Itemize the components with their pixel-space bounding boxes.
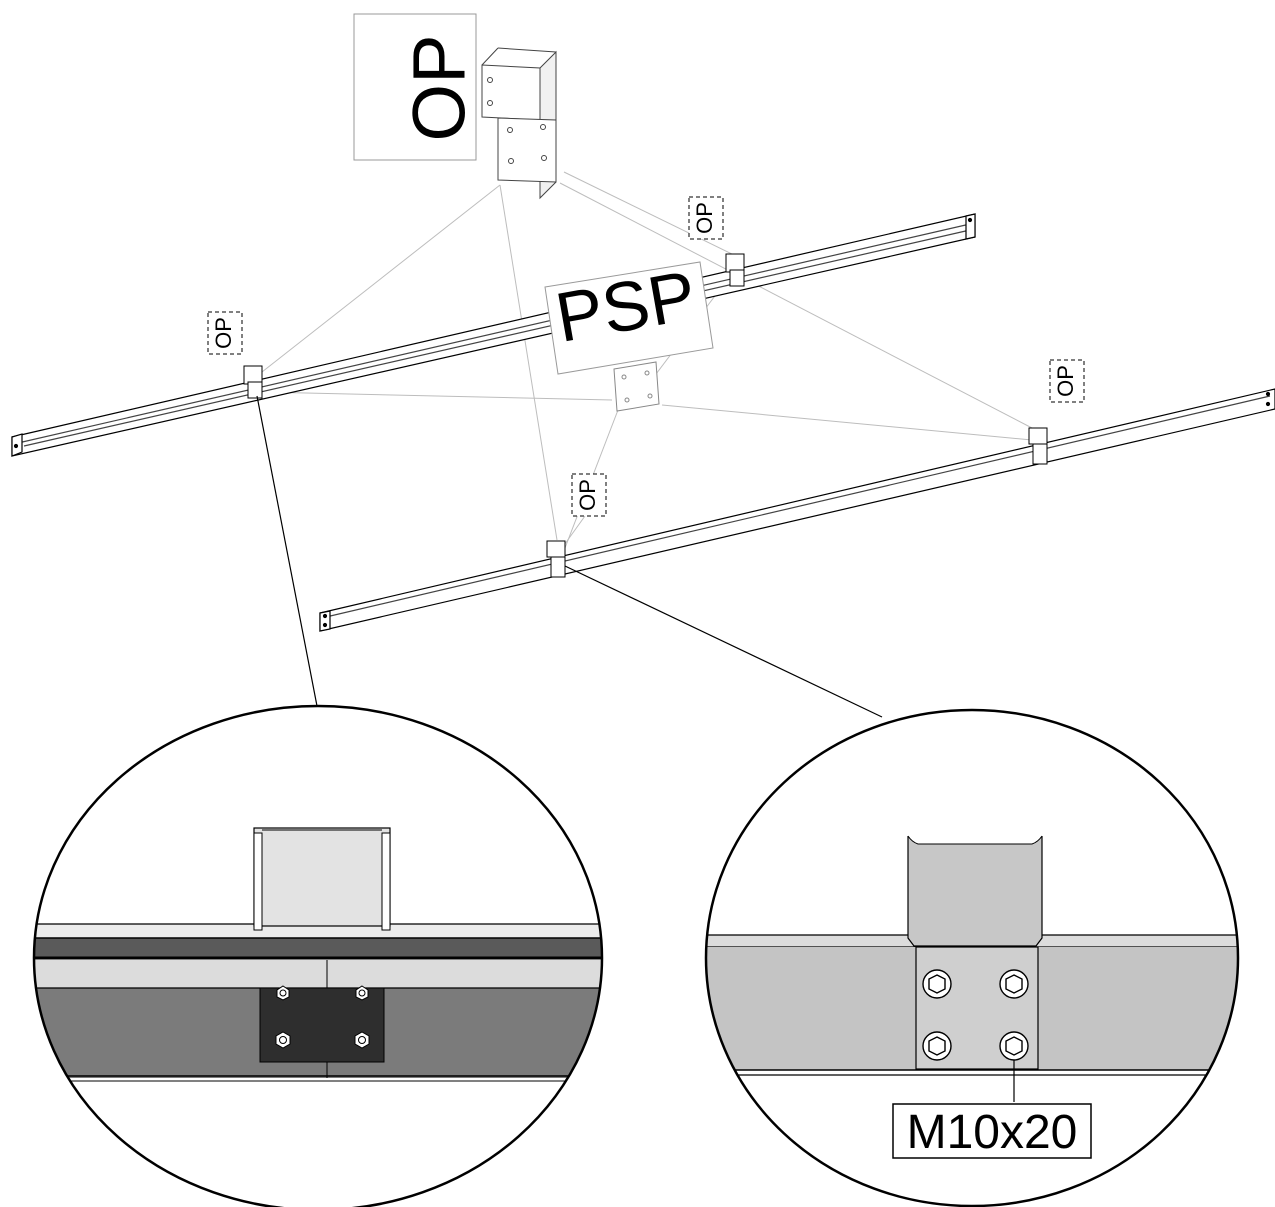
- op-marker-lower-left: OP: [571, 473, 607, 517]
- bracket-upper-right: [725, 253, 745, 287]
- op-title: OP: [398, 35, 481, 142]
- psp-part-box: PSP: [544, 256, 714, 375]
- psp-plate: [613, 361, 660, 412]
- svg-text:OP: OP: [575, 479, 600, 511]
- bracket-upper-left: [243, 365, 263, 399]
- bolt-size-callout: M10x20: [892, 1103, 1092, 1159]
- bolt-size-label: M10x20: [907, 1106, 1078, 1159]
- bracket-lower-left: [546, 540, 566, 578]
- op-marker-lower-right: OP: [1049, 359, 1085, 403]
- lower-beam: [319, 388, 1275, 632]
- op-marker-upper-right: OP: [688, 196, 724, 240]
- detail-right: M10x20: [704, 708, 1240, 1207]
- nut-icon: [275, 985, 370, 1049]
- bolt-head-icon: [922, 969, 1029, 1061]
- detail-leaders: [256, 395, 883, 718]
- op-bracket-drawing: [481, 47, 557, 200]
- op-part-box: OP: [353, 13, 481, 161]
- op-marker-upper-left: OP: [207, 311, 243, 355]
- bracket-lower-right: [1028, 427, 1048, 465]
- svg-text:OP: OP: [692, 202, 717, 234]
- svg-text:OP: OP: [1053, 365, 1078, 397]
- svg-text:OP: OP: [211, 317, 236, 349]
- detail-left: [32, 704, 604, 1207]
- upper-beam: [11, 213, 976, 457]
